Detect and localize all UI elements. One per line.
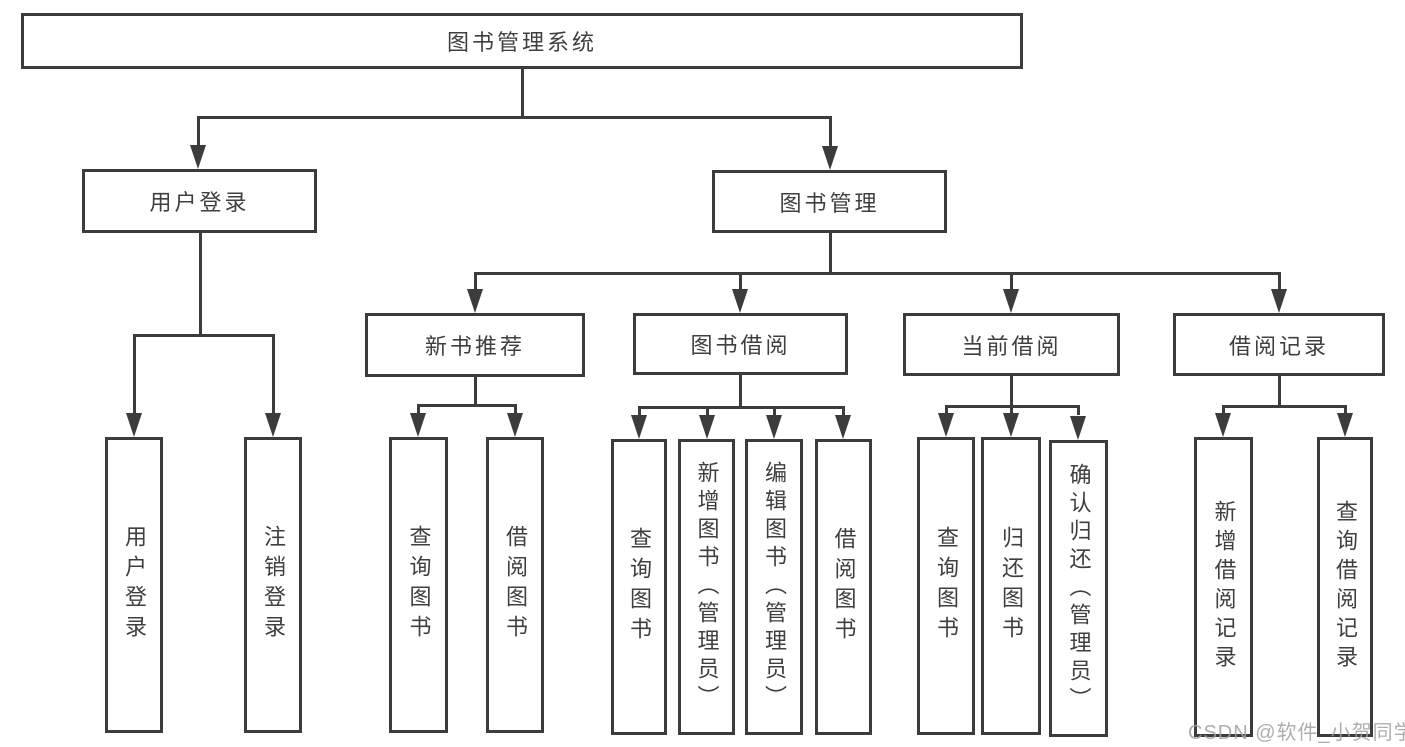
arrowhead-icon: [410, 413, 426, 437]
arrowhead-icon: [835, 415, 851, 439]
connector-line: [197, 115, 832, 119]
leaf-query-books-2: 查询图书: [611, 439, 667, 735]
node-label: 图书管理: [779, 190, 880, 216]
leaf-label: 用户登录: [122, 525, 147, 645]
node-book-borrowing: 图书借阅: [633, 313, 848, 375]
leaf-add-books-admin: 新增图书（管理员）: [678, 439, 735, 735]
arrowhead-icon: [1271, 289, 1287, 313]
leaf-label: 查询图书: [406, 525, 432, 645]
connector-line: [1343, 406, 1347, 414]
connector-line: [828, 117, 832, 147]
arrowhead-icon: [1337, 413, 1353, 437]
node-label: 借阅记录: [1228, 333, 1329, 359]
arrowhead-icon: [190, 145, 206, 169]
node-label: 图书借阅: [690, 333, 791, 358]
arrowhead-icon: [732, 289, 748, 313]
connector-line: [1221, 406, 1225, 414]
leaf-label: 查询图书: [934, 526, 959, 646]
connector-line: [638, 405, 845, 409]
leaf-label: 借阅图书: [503, 525, 528, 645]
connector-line: [944, 406, 948, 414]
arrowhead-icon: [265, 413, 281, 437]
connector-line: [637, 407, 641, 416]
connector-line: [473, 377, 477, 405]
leaf-label: 确认归还（管理员）: [1066, 462, 1092, 715]
arrowhead-icon: [1003, 289, 1019, 313]
node-book-management: 图书管理: [712, 170, 947, 233]
leaf-label: 查询图书: [627, 527, 652, 647]
connector-line: [198, 233, 202, 335]
leaf-query-books-1: 查询图书: [389, 437, 448, 733]
leaf-label: 新增图书（管理员）: [694, 461, 720, 713]
connector-line: [133, 333, 275, 337]
connector-line: [1222, 404, 1347, 408]
leaf-label: 借阅图书: [831, 527, 857, 647]
arrowhead-icon: [467, 289, 483, 313]
arrowhead-icon: [938, 413, 954, 437]
connector-line: [738, 375, 742, 407]
connector-line: [520, 69, 524, 117]
arrowhead-icon: [1070, 416, 1086, 440]
connector-line: [1009, 406, 1013, 414]
arrowhead-icon: [822, 146, 838, 170]
connector-line: [1076, 406, 1080, 415]
connector-line: [1009, 376, 1013, 406]
connector-line: [705, 407, 709, 416]
arrowhead-icon: [507, 413, 523, 437]
node-new-book-recommend: 新书推荐: [365, 313, 585, 377]
leaf-logout: 注销登录: [244, 437, 302, 733]
arrowhead-icon: [126, 413, 142, 437]
leaf-label: 注销登录: [261, 525, 286, 645]
connector-line: [513, 405, 517, 414]
node-library-management-system: 图书管理系统: [21, 13, 1023, 69]
arrowhead-icon: [1215, 413, 1231, 437]
node-label: 图书管理系统: [446, 30, 597, 55]
arrowhead-icon: [631, 415, 647, 439]
connector-line: [772, 407, 776, 416]
leaf-query-books-3: 查询图书: [917, 437, 975, 735]
leaf-confirm-return-admin: 确认归还（管理员）: [1049, 440, 1108, 737]
leaf-label: 新增借阅记录: [1211, 500, 1237, 674]
node-borrowing-records: 借阅记录: [1173, 313, 1385, 376]
connector-line: [841, 407, 845, 416]
connector-line: [1009, 273, 1013, 290]
leaf-borrow-books-2: 借阅图书: [815, 439, 872, 735]
connector-line: [1277, 376, 1281, 406]
leaf-return-books: 归还图书: [981, 437, 1041, 735]
connector-line: [945, 404, 1080, 408]
connector-line: [196, 117, 200, 147]
arrowhead-icon: [699, 415, 715, 439]
leaf-label: 编辑图书（管理员）: [762, 461, 787, 713]
arrowhead-icon: [766, 415, 782, 439]
leaf-borrow-books-1: 借阅图书: [486, 437, 544, 733]
leaf-user-login: 用户登录: [105, 437, 163, 733]
connector-line: [417, 403, 517, 407]
leaf-query-borrow-record: 查询借阅记录: [1317, 437, 1373, 737]
node-current-borrowing: 当前借阅: [903, 313, 1120, 376]
connector-line: [474, 271, 1281, 275]
node-label: 新书推荐: [424, 334, 525, 359]
node-label: 用户登录: [149, 190, 250, 215]
csdn-watermark: CSDN @软件_小贺同学: [1188, 722, 1405, 744]
node-label: 当前借阅: [961, 333, 1062, 359]
node-user-login: 用户登录: [82, 169, 317, 233]
connector-line: [132, 335, 136, 415]
arrowhead-icon: [1003, 413, 1019, 437]
connector-line: [738, 273, 742, 290]
connector-line: [271, 335, 275, 415]
leaf-edit-books-admin: 编辑图书（管理员）: [745, 439, 803, 735]
connector-line: [1277, 273, 1281, 290]
connector-line: [416, 405, 420, 414]
leaf-label: 查询借阅记录: [1333, 500, 1358, 674]
connector-line: [473, 273, 477, 290]
leaf-add-borrow-record: 新增借阅记录: [1194, 437, 1253, 737]
connector-line: [828, 233, 832, 273]
leaf-label: 归还图书: [999, 526, 1024, 646]
